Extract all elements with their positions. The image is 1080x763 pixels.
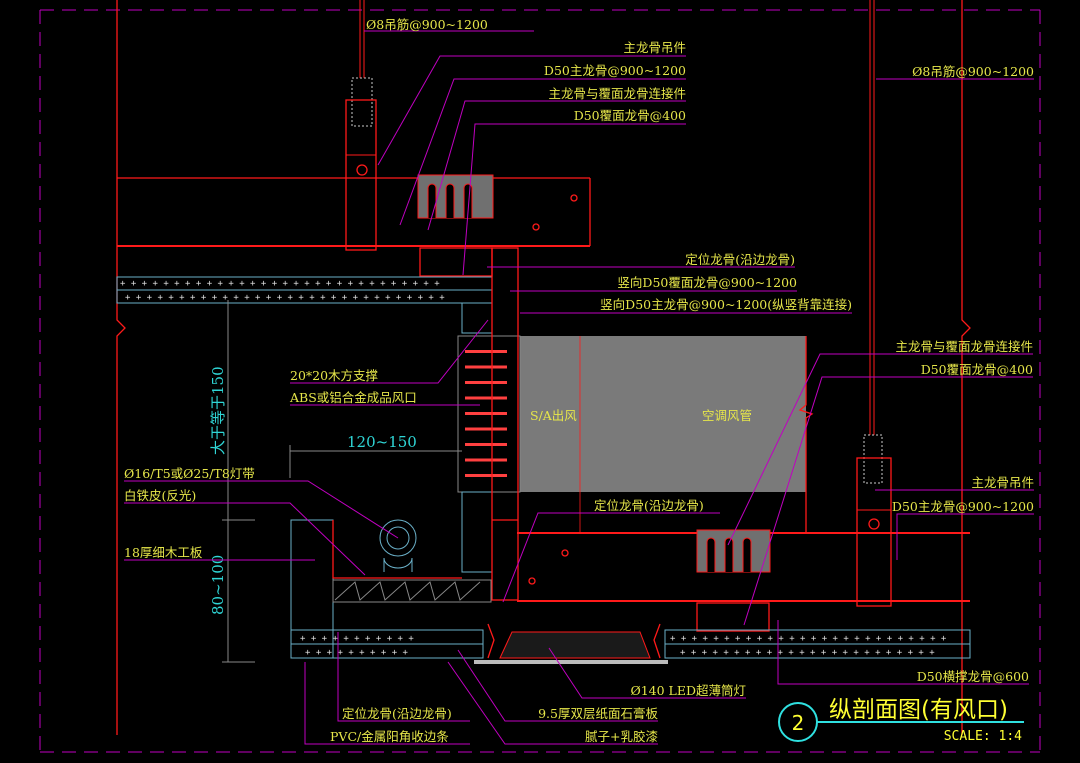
label-gypsum-board: 9.5厚双层纸面石膏板 <box>538 706 658 721</box>
board-hatch: + + + + + + + + + + <box>305 648 409 658</box>
vent-slat <box>465 381 507 384</box>
main-keel-top <box>117 177 591 247</box>
label-d50-main-keel-top: D50主龙骨@900~1200 <box>544 63 686 78</box>
label-hanger-rod-left: Ø8吊筋@900~1200 <box>366 17 488 32</box>
vent-slat <box>465 474 507 477</box>
dimension-vertical-bottom: 80~100 <box>209 555 227 615</box>
connector-bottom <box>696 529 771 632</box>
label-d50-cover-keel-top: D50覆面龙骨@400 <box>574 108 686 123</box>
board-hatch: + + + + + + + + + + + + + + + + + + + + … <box>680 648 935 658</box>
label-edge-keel-upper: 定位龙骨(沿边龙骨) <box>685 252 795 267</box>
board-hatch: + + + + + + + + + + + + + + + + + + + + … <box>670 634 947 644</box>
vertical-board <box>461 247 519 601</box>
label-corner-trim: PVC/金属阳角收边条 <box>330 729 449 744</box>
label-downlight: Ø140 LED超薄筒灯 <box>630 683 746 698</box>
label-connector-right: 主龙骨与覆面龙骨连接件 <box>895 339 1033 354</box>
label-wood-support: 20*20木方支撑 <box>290 368 379 383</box>
vent-slat <box>465 458 507 462</box>
title-block: 2 纵剖面图(有风口) SCALE: 1:4 <box>778 697 1024 744</box>
vent-slat <box>465 396 507 400</box>
label-d50-main-keel-right: D50主龙骨@900~1200 <box>892 499 1034 514</box>
gypsum-board-upper: + + + + + + + + + + + + + + + + + + + + … <box>116 276 493 304</box>
annotation-labels: Ø8吊筋@900~1200 主龙骨吊件 D50主龙骨@900~1200 主龙骨与… <box>124 17 1034 744</box>
label-edge-keel-middle: 定位龙骨(沿边龙骨) <box>594 498 704 513</box>
hanger-rod-left <box>345 0 377 251</box>
dimension-horizontal: 120~150 <box>347 433 417 451</box>
board-hatch: + + + + + + + + + + + + + + + + + + + + … <box>125 293 445 303</box>
label-cross-keel: D50横撑龙骨@600 <box>917 669 1029 684</box>
light-trough <box>290 519 492 659</box>
hanger-rod-right <box>856 0 892 607</box>
label-vertical-main-keel: 竖向D50主龙骨@900~1200(纵竖背靠连接) <box>600 297 852 312</box>
drawing-title: 纵剖面图(有风口) <box>829 697 1008 723</box>
vent-slat <box>465 365 507 369</box>
ac-duct-label: 空调风管 <box>702 408 752 423</box>
label-main-keel-hanger-top: 主龙骨吊件 <box>623 40 686 55</box>
led-downlight <box>474 623 668 664</box>
vent-slat <box>465 427 507 431</box>
drawing-frame <box>39 0 1041 753</box>
label-air-vent: ABS或铝合金成品风口 <box>289 390 417 405</box>
dimension-vertical-top: 大于等于150 <box>209 366 227 455</box>
air-vent-grille <box>457 335 521 493</box>
ac-duct: S/A出风 空调风管 <box>520 336 814 532</box>
label-putty-paint: 腻子+乳胶漆 <box>585 729 658 744</box>
label-d50-cover-keel-right: D50覆面龙骨@400 <box>921 362 1033 377</box>
vent-slat <box>465 443 507 446</box>
label-blockboard: 18厚细木工板 <box>124 545 203 560</box>
label-tin-sheet: 白铁皮(反光) <box>124 488 196 503</box>
vent-slat <box>465 412 507 415</box>
label-edge-keel-bottom: 定位龙骨(沿边龙骨) <box>342 706 452 721</box>
leader-lines <box>124 30 1034 745</box>
label-hanger-rod-right: Ø8吊筋@900~1200 <box>912 64 1034 79</box>
board-hatch: + + + + + + + + + + + <box>300 634 414 644</box>
gypsum-board-lower: + + + + + + + + + + + + + + + + + + + + … <box>290 629 971 659</box>
label-vertical-cover-keel: 竖向D50覆面龙骨@900~1200 <box>617 275 797 290</box>
vent-slat <box>465 350 507 353</box>
section-number: 2 <box>792 711 805 735</box>
label-main-keel-hanger-right: 主龙骨吊件 <box>971 475 1034 490</box>
label-connector-top: 主龙骨与覆面龙骨连接件 <box>548 86 686 101</box>
supply-air-label: S/A出风 <box>530 408 577 423</box>
board-hatch: + + + + + + + + + + + + + + + + + + + + … <box>120 279 440 289</box>
label-light-strip: Ø16/T5或Ø25/T8灯带 <box>124 466 255 481</box>
drawing-scale: SCALE: 1:4 <box>944 729 1022 744</box>
